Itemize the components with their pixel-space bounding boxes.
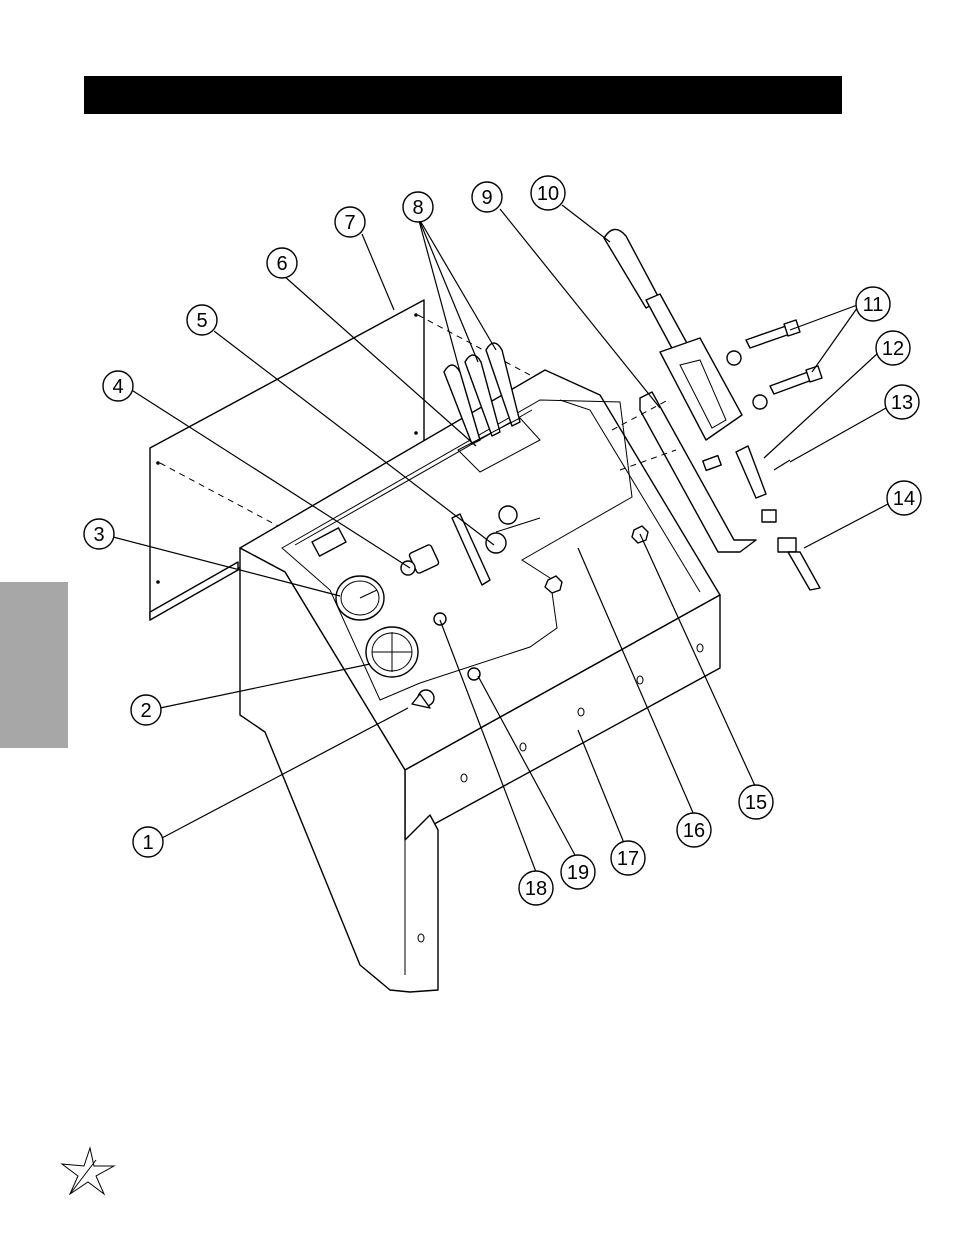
pressure-gauge xyxy=(336,576,384,620)
svg-text:10: 10 xyxy=(537,183,559,205)
svg-text:17: 17 xyxy=(617,848,639,870)
callout-13: 13 xyxy=(885,385,919,419)
callout-4: 4 xyxy=(103,371,133,401)
callout-18: 18 xyxy=(519,871,553,905)
spring xyxy=(774,460,790,470)
callout-14: 14 xyxy=(887,481,921,515)
svg-text:16: 16 xyxy=(683,820,705,842)
cable xyxy=(762,510,820,590)
svg-text:7: 7 xyxy=(344,212,355,234)
star-logo-icon xyxy=(62,1148,114,1194)
svg-text:1: 1 xyxy=(142,832,153,854)
svg-text:4: 4 xyxy=(112,376,123,398)
svg-text:15: 15 xyxy=(745,792,767,814)
callout-6: 6 xyxy=(267,248,297,278)
svg-text:9: 9 xyxy=(481,187,492,209)
svg-text:11: 11 xyxy=(863,294,884,316)
svg-text:8: 8 xyxy=(412,197,423,219)
svg-text:13: 13 xyxy=(891,392,913,414)
callout-16: 16 xyxy=(677,813,711,847)
svg-text:18: 18 xyxy=(525,878,547,900)
svg-text:5: 5 xyxy=(196,310,207,332)
callout-19: 19 xyxy=(561,855,595,889)
temperature-gauge xyxy=(366,627,418,677)
svg-text:19: 19 xyxy=(567,862,589,884)
callout-7: 7 xyxy=(335,207,365,237)
callout-11: 11 xyxy=(856,287,890,321)
callout-8: 8 xyxy=(403,192,433,222)
clevis xyxy=(703,446,766,498)
bolts xyxy=(727,320,822,409)
callout-12: 12 xyxy=(876,331,910,365)
callout-15: 15 xyxy=(739,785,773,819)
callout-3: 3 xyxy=(84,519,114,549)
svg-text:12: 12 xyxy=(882,338,904,360)
callout-5: 5 xyxy=(187,305,217,335)
park-brake-lever xyxy=(604,229,742,440)
callout-10: 10 xyxy=(531,176,565,210)
svg-text:6: 6 xyxy=(276,253,287,275)
svg-text:14: 14 xyxy=(893,488,915,510)
svg-text:3: 3 xyxy=(93,524,104,546)
callout-1: 1 xyxy=(133,827,163,857)
svg-text:2: 2 xyxy=(140,700,151,722)
callout-17: 17 xyxy=(611,841,645,875)
callout-9: 9 xyxy=(472,182,502,212)
callout-2: 2 xyxy=(131,695,161,725)
